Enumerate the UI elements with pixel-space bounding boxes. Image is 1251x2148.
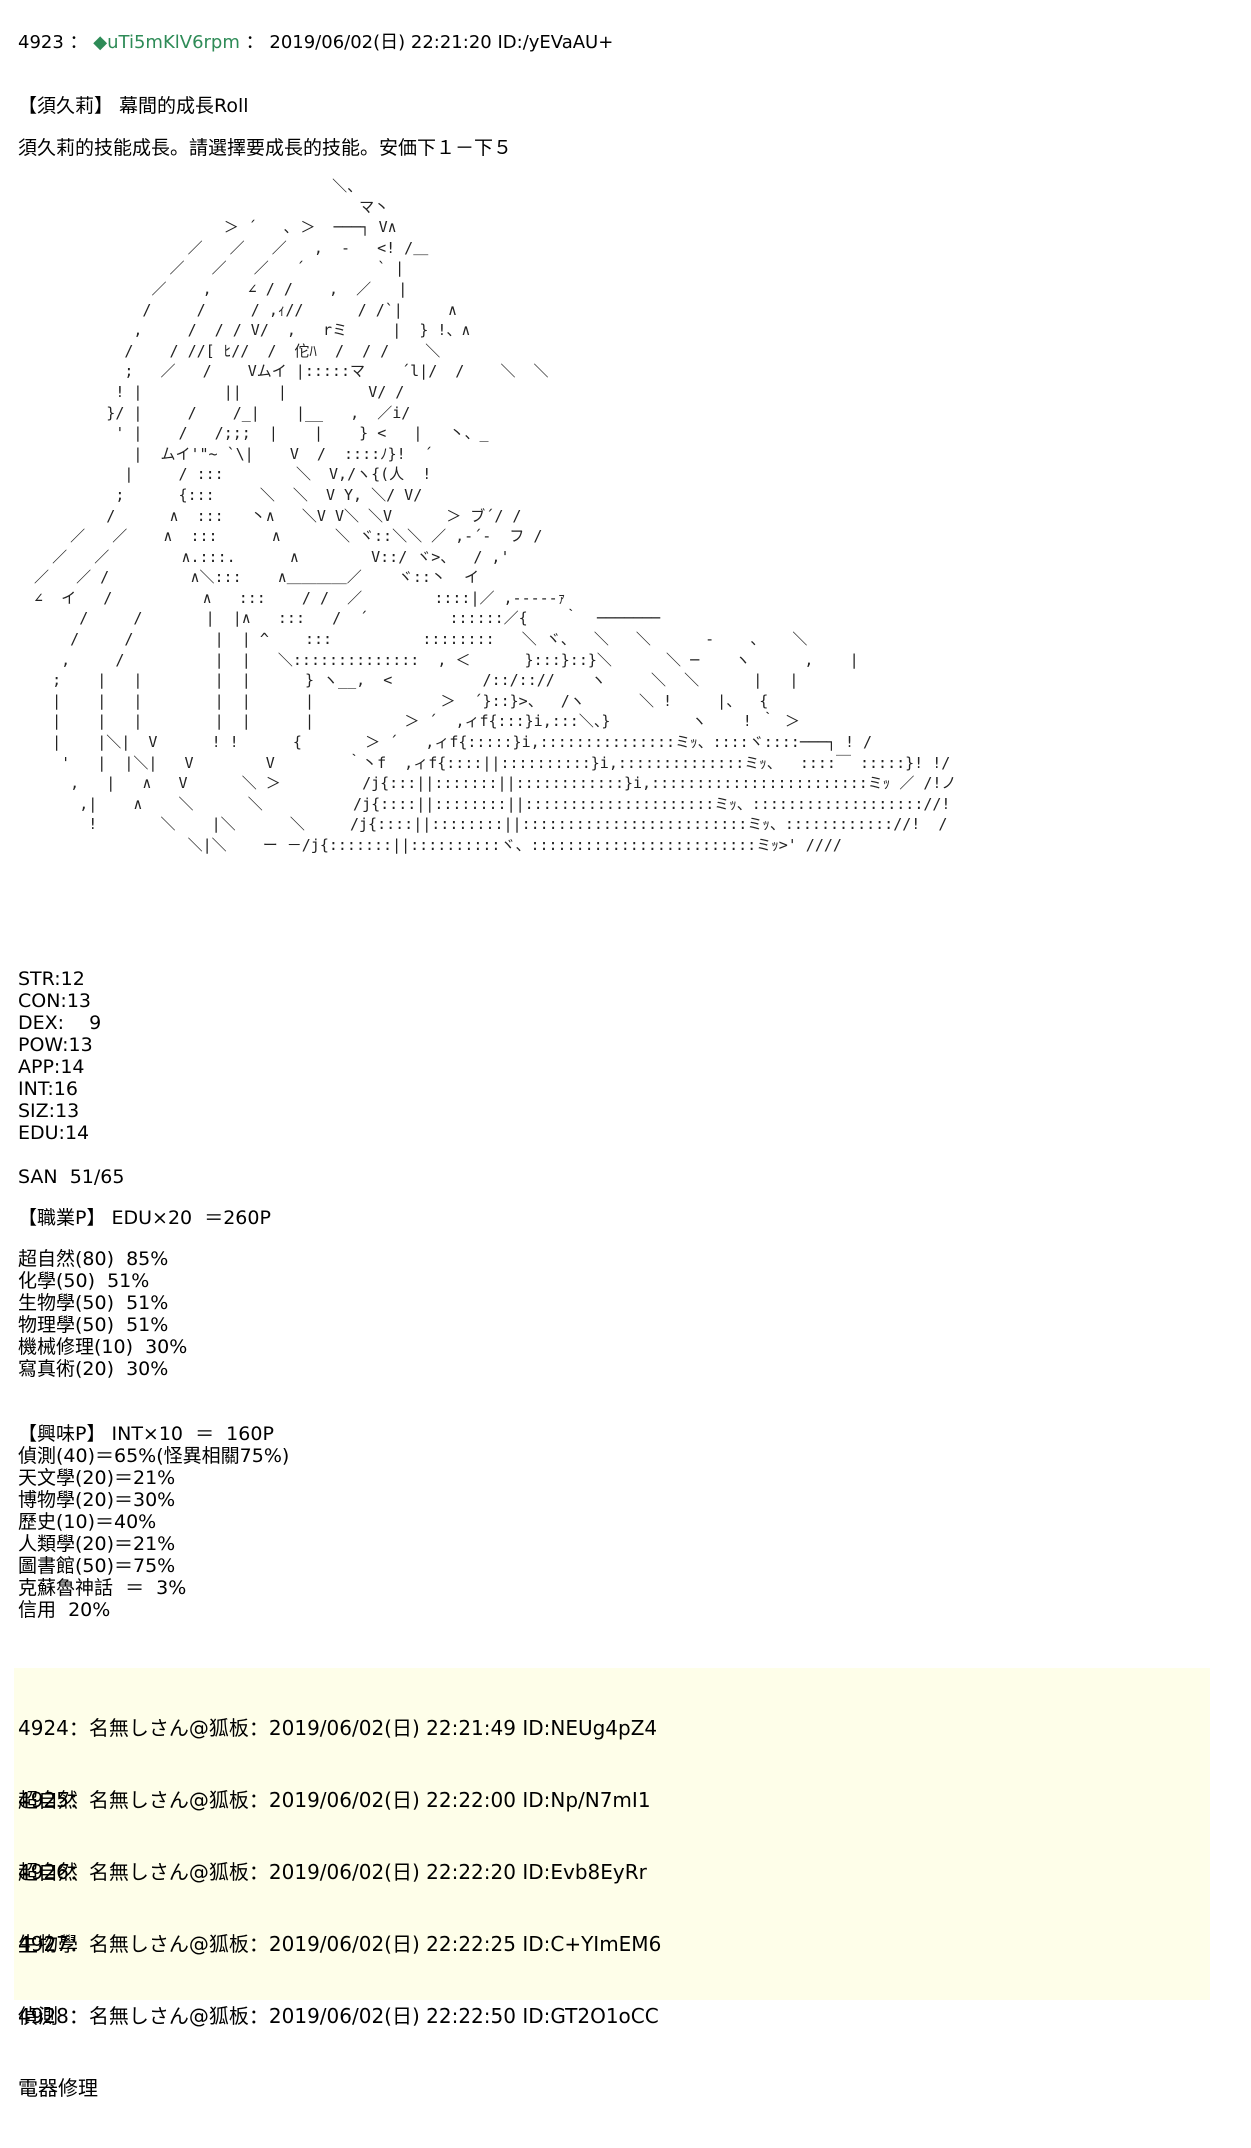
post-instruction: 須久莉的技能成長。請選擇要成長的技能。安価下１－下５ bbox=[18, 137, 513, 159]
thread-page: 4923 ： ◆uTi5mKlV6rpm ： 2019/06/02(日) 22:… bbox=[14, 32, 1210, 2100]
skill-item: 機械修理(10) 30% bbox=[18, 1336, 188, 1358]
interest-header: 【興味P】 INT×10 ＝ 160P bbox=[18, 1423, 274, 1445]
reply-header[interactable]: 4924：名無しさん@狐板：2019/06/02(日) 22:21:49 ID:… bbox=[18, 1716, 658, 1740]
post-separator: ： bbox=[69, 32, 88, 53]
stat-str: STR:12 bbox=[18, 968, 85, 990]
post-separator-2: ： bbox=[245, 32, 264, 53]
reply-body: 生物學 bbox=[18, 1932, 78, 1956]
replies-section: 4924：名無しさん@狐板：2019/06/02(日) 22:21:49 ID:… bbox=[14, 1668, 1210, 2100]
skill-item: 偵測(40)＝65%(怪異相關75%) bbox=[18, 1445, 290, 1467]
skill-item: 圖書館(50)＝75% bbox=[18, 1555, 176, 1577]
skill-item: 天文學(20)＝21% bbox=[18, 1467, 176, 1489]
post-title: 【須久莉】 幕間的成長Roll bbox=[18, 95, 249, 117]
interest-skills: 偵測(40)＝65%(怪異相關75%) 天文學(20)＝21% 博物學(20)＝… bbox=[18, 1445, 289, 1621]
stat-dex: DEX: 9 bbox=[18, 1012, 102, 1034]
post-id[interactable]: ID:/yEVaAU+ bbox=[497, 32, 614, 53]
occupation-skills: 超自然(80) 85% 化學(50) 51% 生物學(50) 51% 物理學(5… bbox=[18, 1248, 187, 1380]
stat-pow: POW:13 bbox=[18, 1034, 93, 1056]
skill-item: 物理學(50) 51% bbox=[18, 1314, 169, 1336]
reply-body: 超自然 bbox=[18, 1860, 78, 1884]
skill-item: 歷史(10)＝40% bbox=[18, 1511, 157, 1533]
post-header: 4923 ： ◆uTi5mKlV6rpm ： 2019/06/02(日) 22:… bbox=[18, 32, 613, 54]
poster-name-link[interactable]: uTi5mKlV6rpm bbox=[107, 32, 240, 53]
stat-siz: SIZ:13 bbox=[18, 1100, 80, 1122]
reply-header[interactable]: 4928：名無しさん@狐板：2019/06/02(日) 22:22:50 ID:… bbox=[18, 2004, 659, 2028]
stat-app: APP:14 bbox=[18, 1056, 85, 1078]
stats-block: STR:12 CON:13 DEX: 9 POW:13 APP:14 INT:1… bbox=[18, 968, 101, 1144]
occupation-header: 【職業P】 EDU×20 ＝260P bbox=[18, 1207, 271, 1229]
skill-item: 生物學(50) 51% bbox=[18, 1292, 169, 1314]
stat-int: INT:16 bbox=[18, 1078, 78, 1100]
reply-post: 4925：名無しさん@狐板：2019/06/02(日) 22:22:00 ID:… bbox=[18, 1740, 651, 1932]
reply-header[interactable]: 4926：名無しさん@狐板：2019/06/02(日) 22:22:20 ID:… bbox=[18, 1860, 647, 1884]
reply-body: 電器修理 bbox=[18, 2076, 98, 2100]
skill-item: 人類學(20)＝21% bbox=[18, 1533, 176, 1555]
stat-con: CON:13 bbox=[18, 990, 92, 1012]
ascii-art: ＼、 マ丶 ＞ ´ ､ ＞ ───┐ V∧ ／ ／ ／ , - <! /＿ ／ … bbox=[34, 177, 957, 854]
reply-header[interactable]: 4927：名無しさん@狐板：2019/06/02(日) 22:22:25 ID:… bbox=[18, 1932, 662, 1956]
post-date: 2019/06/02(日) 22:21:20 bbox=[269, 32, 492, 53]
trip-diamond-icon: ◆ bbox=[93, 32, 108, 53]
reply-post: 4924：名無しさん@狐板：2019/06/02(日) 22:21:49 ID:… bbox=[18, 1668, 657, 1860]
reply-post: 4928：名無しさん@狐板：2019/06/02(日) 22:22:50 ID:… bbox=[18, 1956, 659, 2148]
san-value: SAN 51/65 bbox=[18, 1166, 125, 1188]
skill-item: 超自然(80) 85% bbox=[18, 1248, 169, 1270]
skill-item: 寫真術(20) 30% bbox=[18, 1358, 169, 1380]
skill-item: 博物學(20)＝30% bbox=[18, 1489, 176, 1511]
reply-body: 超自然 bbox=[18, 1788, 78, 1812]
reply-header[interactable]: 4925：名無しさん@狐板：2019/06/02(日) 22:22:00 ID:… bbox=[18, 1788, 651, 1812]
post-number: 4923 bbox=[18, 32, 64, 53]
stat-edu: EDU:14 bbox=[18, 1122, 90, 1144]
reply-post: 4926：名無しさん@狐板：2019/06/02(日) 22:22:20 ID:… bbox=[18, 1812, 647, 2004]
skill-item: 信用 20% bbox=[18, 1599, 111, 1621]
skill-item: 化學(50) 51% bbox=[18, 1270, 150, 1292]
skill-item: 克蘇魯神話 ＝ 3% bbox=[18, 1577, 187, 1599]
